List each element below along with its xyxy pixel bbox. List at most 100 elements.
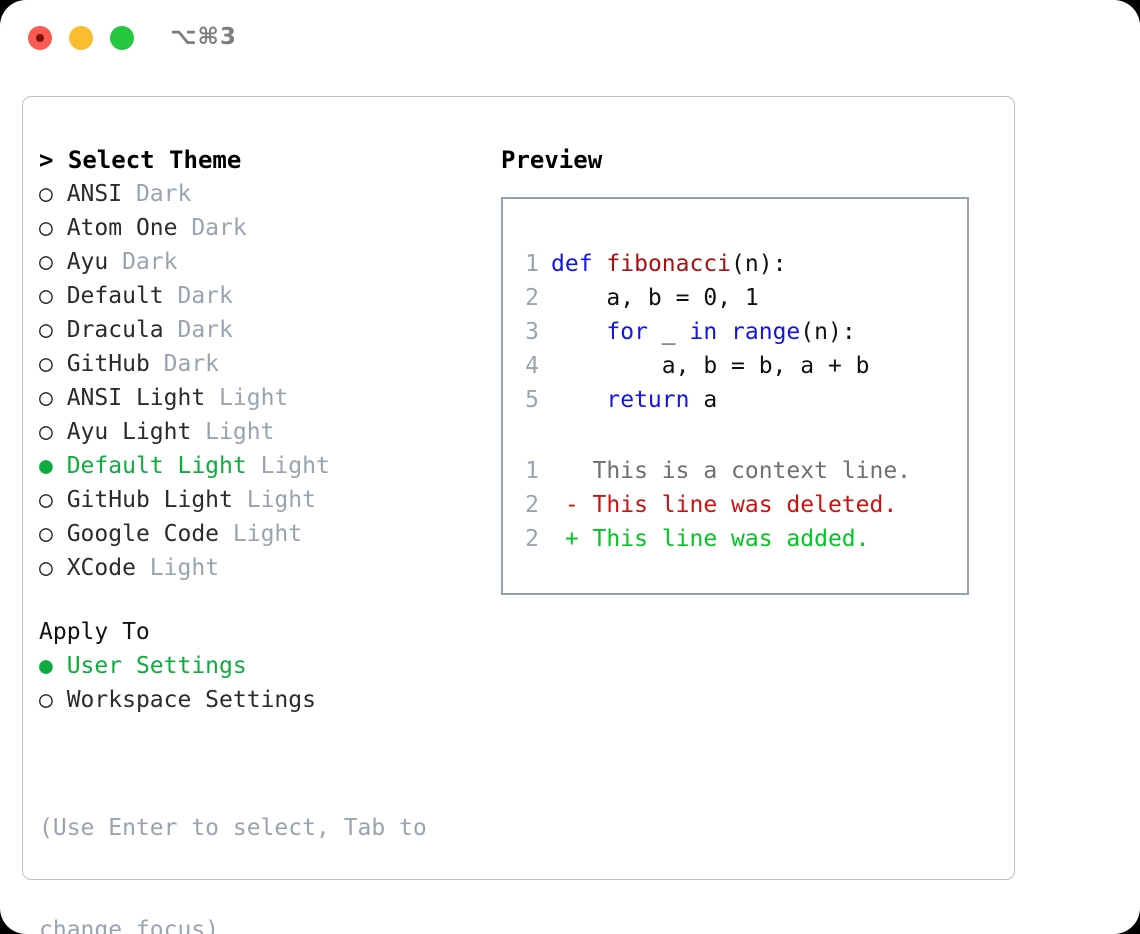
theme-option-label: Default Light <box>66 453 247 479</box>
radio-unselected-icon: ○ <box>39 521 67 547</box>
section-gap <box>39 585 489 615</box>
radio-unselected-icon: ○ <box>39 687 67 713</box>
theme-option-label: ANSI Light <box>66 385 206 411</box>
line-number: 4 <box>525 353 539 379</box>
theme-variant-badge: Light <box>191 419 275 445</box>
apply-to-header: Apply To <box>39 619 150 645</box>
radio-unselected-icon: ○ <box>39 215 67 241</box>
apply-to-option-label: User Settings <box>66 653 247 679</box>
theme-option-atom-one[interactable]: ○ Atom One Dark <box>39 211 489 245</box>
diff-line-ctx: 1 This is a context line. <box>517 454 911 488</box>
radio-unselected-icon: ○ <box>39 419 67 445</box>
line-number: 1 <box>525 458 539 484</box>
theme-option-label: Ayu Light <box>66 419 192 445</box>
theme-option-label: Dracula <box>66 317 164 343</box>
theme-variant-badge: Light <box>219 521 303 547</box>
line-number: 2 <box>525 526 539 552</box>
diff-line-del: 2 - This line was deleted. <box>517 488 911 522</box>
diff-sample: 1 This is a context line.2 - This line w… <box>517 454 911 556</box>
code-token-kw: range <box>731 319 801 345</box>
code-line: 2 a, b = 0, 1 <box>517 281 870 315</box>
code-token-plain: (n): <box>731 251 787 277</box>
radio-unselected-icon: ○ <box>39 283 67 309</box>
theme-option-label: XCode <box>66 555 136 581</box>
radio-unselected-icon: ○ <box>39 351 67 377</box>
keyboard-shortcut-label: ⌥⌘3 <box>170 24 237 50</box>
code-line: 4 a, b = b, a + b <box>517 349 870 383</box>
theme-option-label: GitHub <box>66 351 150 377</box>
radio-selected-icon: ● <box>39 653 67 679</box>
code-token-num: 0 <box>703 285 718 311</box>
code-token-plain: a, b = b, a + b <box>551 353 870 379</box>
theme-variant-badge: Light <box>246 453 330 479</box>
code-token-kw: def <box>551 251 593 277</box>
hint-line-1: (Use Enter to select, Tab to <box>39 815 427 841</box>
apply-to-option-label: Workspace Settings <box>66 687 316 713</box>
theme-option-ayu[interactable]: ○ Ayu Dark <box>39 245 489 279</box>
prompt-caret: > <box>39 146 68 174</box>
theme-variant-badge: Dark <box>163 283 233 309</box>
theme-option-list: ○ ANSI Dark○ Atom One Dark○ Ayu Dark○ De… <box>39 177 489 585</box>
hint-line-2: change focus) <box>39 917 220 934</box>
apply-to-option-workspace-settings[interactable]: ○ Workspace Settings <box>39 683 489 717</box>
theme-option-ansi-light[interactable]: ○ ANSI Light Light <box>39 381 489 415</box>
line-number: 1 <box>525 251 539 277</box>
theme-option-xcode[interactable]: ○ XCode Light <box>39 551 489 585</box>
theme-variant-badge: Dark <box>163 317 233 343</box>
code-line: 1 def fibonacci(n): <box>517 247 870 281</box>
theme-option-ayu-light[interactable]: ○ Ayu Light Light <box>39 415 489 449</box>
radio-selected-icon: ● <box>39 453 67 479</box>
line-number: 2 <box>525 285 539 311</box>
theme-option-ansi[interactable]: ○ ANSI Dark <box>39 177 489 211</box>
radio-unselected-icon: ○ <box>39 181 67 207</box>
theme-option-dracula[interactable]: ○ Dracula Dark <box>39 313 489 347</box>
theme-variant-badge: Light <box>232 487 316 513</box>
theme-variant-badge: Light <box>135 555 220 581</box>
theme-option-github[interactable]: ○ GitHub Dark <box>39 347 489 381</box>
theme-option-default[interactable]: ○ Default Dark <box>39 279 489 313</box>
radio-unselected-icon: ○ <box>39 487 67 513</box>
theme-option-default-light[interactable]: ● Default Light Light <box>39 449 489 483</box>
theme-option-github-light[interactable]: ○ GitHub Light Light <box>39 483 489 517</box>
radio-unselected-icon: ○ <box>39 317 67 343</box>
theme-option-label: ANSI <box>66 181 123 207</box>
keyboard-hint: (Use Enter to select, Tab to change focu… <box>39 743 459 934</box>
code-token-num: 1 <box>744 285 759 311</box>
theme-option-google-code[interactable]: ○ Google Code Light <box>39 517 489 551</box>
theme-variant-badge: Dark <box>122 181 192 207</box>
apply-to-option-user-settings[interactable]: ● User Settings <box>39 649 489 683</box>
code-token-plain <box>593 251 607 277</box>
preview-title: Preview <box>501 146 603 174</box>
diff-line-text: - This line was deleted. <box>551 492 898 518</box>
theme-picker-panel: > Select Theme ○ ANSI Dark○ Atom One Dar… <box>22 96 1015 934</box>
diff-line-add: 2 + This line was added. <box>517 522 911 556</box>
close-button[interactable] <box>28 26 52 50</box>
line-number: 5 <box>525 387 539 413</box>
theme-option-label: Default <box>66 283 164 309</box>
code-line: 5 return a <box>517 383 870 417</box>
apply-to-option-list: ● User Settings○ Workspace Settings <box>39 649 489 717</box>
code-token-kw: return <box>606 387 690 413</box>
radio-unselected-icon: ○ <box>39 385 67 411</box>
code-token-fn: fibonacci <box>606 251 732 277</box>
diff-line-text: + This line was added. <box>551 526 870 552</box>
select-theme-title: Select Theme <box>67 146 242 174</box>
zoom-button[interactable] <box>110 26 134 50</box>
traffic-lights <box>28 26 134 50</box>
code-token-plain <box>551 387 606 413</box>
theme-variant-badge: Light <box>205 385 289 411</box>
theme-option-label: Google Code <box>66 521 220 547</box>
line-number: 2 <box>525 492 539 518</box>
theme-variant-badge: Dark <box>149 351 220 377</box>
code-token-plain: , <box>717 285 745 311</box>
code-token-kw: in <box>689 319 718 345</box>
code-token-kw: for <box>606 319 648 345</box>
title-bar: ⌥⌘3 <box>0 0 1140 78</box>
hint-gap <box>39 717 489 743</box>
code-line: 3 for _ in range(n): <box>517 315 870 349</box>
minimize-button[interactable] <box>69 26 93 50</box>
select-theme-header: > Select Theme <box>39 143 489 177</box>
